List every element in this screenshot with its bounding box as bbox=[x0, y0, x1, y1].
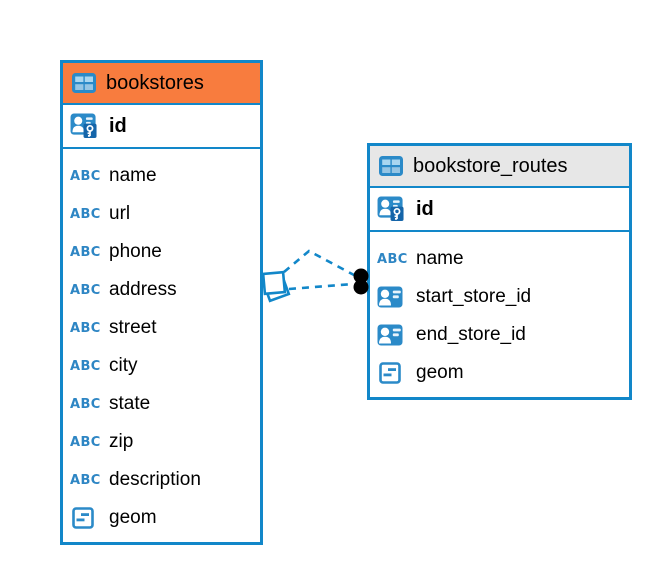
column-row-name[interactable]: ABC name bbox=[370, 240, 629, 278]
text-type-icon: ABC bbox=[70, 244, 101, 260]
column-row-description[interactable]: ABC description bbox=[63, 461, 260, 499]
column-label: street bbox=[109, 317, 157, 338]
table-bookstore-routes[interactable]: bookstore_routes id bbox=[367, 143, 632, 400]
column-row-end-store-id[interactable]: end_store_id bbox=[370, 316, 629, 354]
text-type-icon: ABC bbox=[70, 396, 101, 412]
text-type-icon: ABC bbox=[70, 472, 101, 488]
table-bookstore-routes-header[interactable]: bookstore_routes bbox=[370, 146, 629, 188]
column-list: ABC name start_store_id bbox=[370, 232, 629, 397]
column-row-geom[interactable]: geom bbox=[63, 499, 260, 537]
column-label: url bbox=[109, 203, 131, 224]
column-label: name bbox=[109, 165, 157, 186]
reference-type-icon bbox=[377, 286, 403, 308]
column-label: description bbox=[109, 469, 201, 490]
column-label: zip bbox=[109, 431, 134, 452]
primary-key-icon bbox=[377, 196, 404, 222]
column-row-phone[interactable]: ABC phone bbox=[63, 233, 260, 271]
reference-type-icon bbox=[377, 324, 403, 346]
column-row-start-store-id[interactable]: start_store_id bbox=[370, 278, 629, 316]
text-type-icon: ABC bbox=[70, 206, 101, 222]
column-label: geom bbox=[416, 362, 464, 383]
relationship-line-upper[interactable] bbox=[283, 249, 355, 277]
table-bookstores[interactable]: bookstores id bbox=[60, 60, 263, 545]
relationship-line-lower[interactable] bbox=[288, 282, 354, 291]
column-row-address[interactable]: ABC address bbox=[63, 271, 260, 309]
column-label: city bbox=[109, 355, 138, 376]
table-icon bbox=[379, 156, 403, 176]
column-label: phone bbox=[109, 241, 162, 262]
column-label: address bbox=[109, 279, 177, 300]
text-type-icon: ABC bbox=[70, 358, 101, 374]
text-type-icon: ABC bbox=[70, 434, 101, 450]
table-title: bookstore_routes bbox=[413, 154, 568, 177]
text-type-icon: ABC bbox=[70, 320, 101, 336]
table-icon bbox=[72, 73, 96, 93]
text-type-icon: ABC bbox=[377, 251, 408, 267]
column-row-street[interactable]: ABC street bbox=[63, 309, 260, 347]
text-type-icon: ABC bbox=[70, 168, 101, 184]
primary-key-label: id bbox=[109, 114, 127, 137]
geometry-type-icon bbox=[379, 362, 401, 384]
column-row-url[interactable]: ABC url bbox=[63, 195, 260, 233]
column-row-geom[interactable]: geom bbox=[370, 354, 629, 392]
column-label: name bbox=[416, 248, 464, 269]
column-row-state[interactable]: ABC state bbox=[63, 385, 260, 423]
column-row-name[interactable]: ABC name bbox=[63, 157, 260, 195]
relationship-source-marker bbox=[261, 270, 291, 303]
table-title: bookstores bbox=[106, 71, 204, 94]
column-row-city[interactable]: ABC city bbox=[63, 347, 260, 385]
column-list: ABC name ABC url ABC phone ABC address A… bbox=[63, 149, 260, 542]
text-type-icon: ABC bbox=[70, 282, 101, 298]
table-bookstores-header[interactable]: bookstores bbox=[63, 63, 260, 105]
primary-key-label: id bbox=[416, 197, 434, 220]
column-label: geom bbox=[109, 507, 157, 528]
column-label: end_store_id bbox=[416, 324, 526, 345]
column-row-id[interactable]: id bbox=[63, 105, 260, 149]
column-label: state bbox=[109, 393, 151, 414]
geometry-type-icon bbox=[72, 507, 94, 529]
primary-key-icon bbox=[70, 113, 97, 139]
column-row-zip[interactable]: ABC zip bbox=[63, 423, 260, 461]
column-row-id[interactable]: id bbox=[370, 188, 629, 232]
column-label: start_store_id bbox=[416, 286, 532, 307]
